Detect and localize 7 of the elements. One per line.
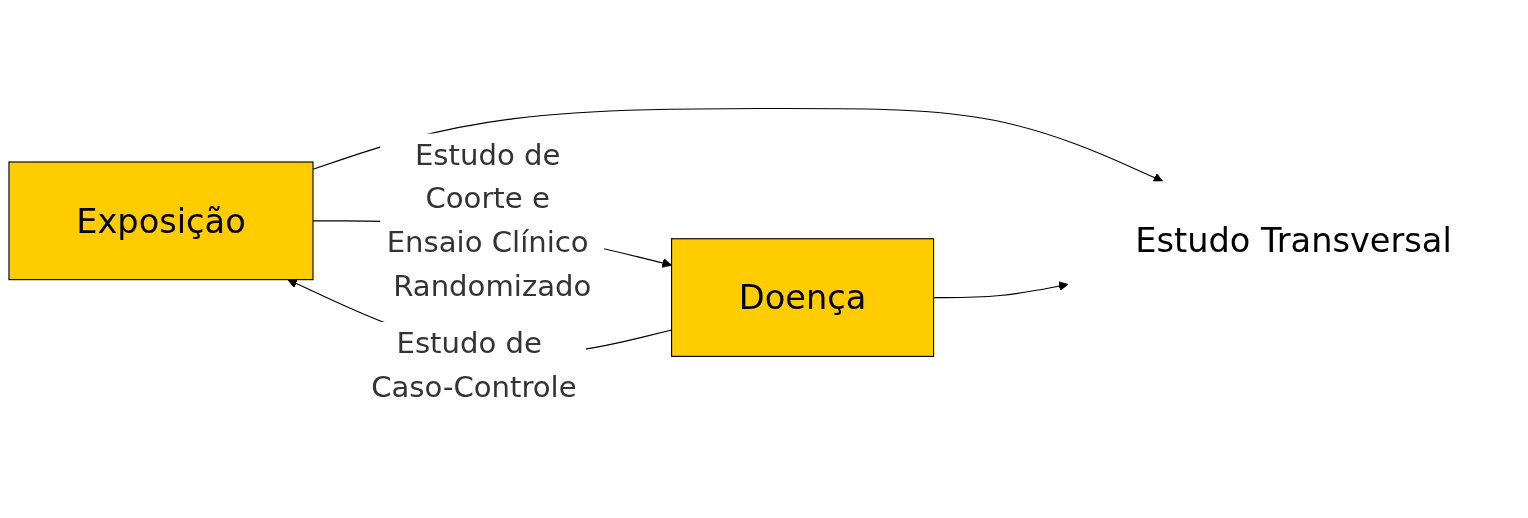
- node-box: Exposição: [8, 161, 314, 281]
- node-box: Doença: [671, 238, 935, 357]
- arrow: [312, 107, 1164, 183]
- node-text: Estudo Transversal: [1135, 220, 1452, 260]
- edge-label: Estudo de Caso-Controle: [371, 326, 577, 404]
- arrow: [933, 281, 1069, 299]
- edge-label: Estudo de Coorte e Ensaio Clínico Randomizado: [386, 137, 592, 303]
